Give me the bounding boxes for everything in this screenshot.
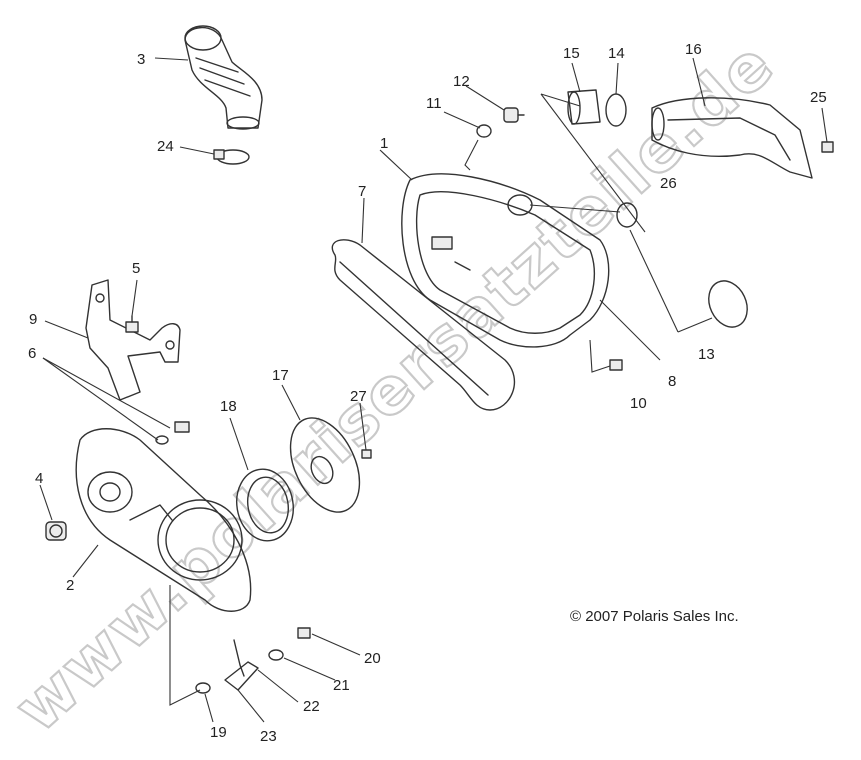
callout-12: 12 [453, 73, 470, 90]
callout-19: 19 [210, 724, 227, 741]
callout-17: 17 [272, 367, 289, 384]
bolt-20-part [297, 627, 311, 639]
callout-2: 2 [66, 577, 74, 594]
hose-clamp-part [213, 149, 250, 165]
copyright-notice: © 2007 Polaris Sales Inc. [570, 608, 739, 625]
callout-10: 10 [630, 395, 647, 412]
seal-part [236, 468, 294, 542]
callout-25: 25 [810, 89, 827, 106]
clip-22-part [224, 661, 259, 691]
o-ring-part [476, 124, 492, 138]
clamp-14-part [605, 93, 627, 127]
callout-5: 5 [132, 260, 140, 277]
leader-lines [39, 57, 828, 723]
fitting-part [503, 107, 525, 123]
callout-8: 8 [668, 373, 676, 390]
callout-3: 3 [137, 51, 145, 68]
callout-7: 7 [358, 183, 366, 200]
callout-1: 1 [380, 135, 388, 152]
callout-20: 20 [364, 650, 381, 667]
callout-6: 6 [28, 345, 36, 362]
screw-27-part [361, 449, 372, 459]
callout-27: 27 [350, 388, 367, 405]
screw-25-part [821, 141, 834, 153]
coupler-part [567, 89, 601, 125]
bolt-washer-6-part [155, 421, 190, 445]
inner-cover-part [401, 173, 610, 348]
large-washer-part [708, 280, 748, 328]
callout-23: 23 [260, 728, 277, 745]
pin-23-part [233, 639, 245, 677]
callout-15: 15 [563, 45, 580, 62]
bolt-10-part [609, 359, 623, 371]
drive-belt-part [331, 239, 516, 411]
callout-22: 22 [303, 698, 320, 715]
spacer-part [45, 521, 67, 541]
callout-11: 11 [426, 95, 442, 112]
bracket-part [85, 279, 181, 401]
callout-14: 14 [608, 45, 625, 62]
screw-5-part [125, 315, 139, 333]
callout-16: 16 [685, 41, 702, 58]
intake-duct-part [184, 25, 263, 130]
outer-cover-part [75, 428, 252, 612]
callout-18: 18 [220, 398, 237, 415]
callout-9: 9 [29, 311, 37, 328]
plate-part [289, 417, 361, 513]
callout-26: 26 [660, 175, 677, 192]
callout-21: 21 [333, 677, 350, 694]
callout-13: 13 [698, 346, 715, 363]
washer-19-part [195, 682, 211, 694]
clamp-26-part [616, 202, 638, 228]
callout-24: 24 [157, 138, 174, 155]
callout-labels: 1 2 3 4 5 6 7 8 9 10 11 12 13 14 15 16 1… [28, 41, 827, 745]
callout-4: 4 [35, 470, 43, 487]
washer-21-part [268, 649, 284, 661]
